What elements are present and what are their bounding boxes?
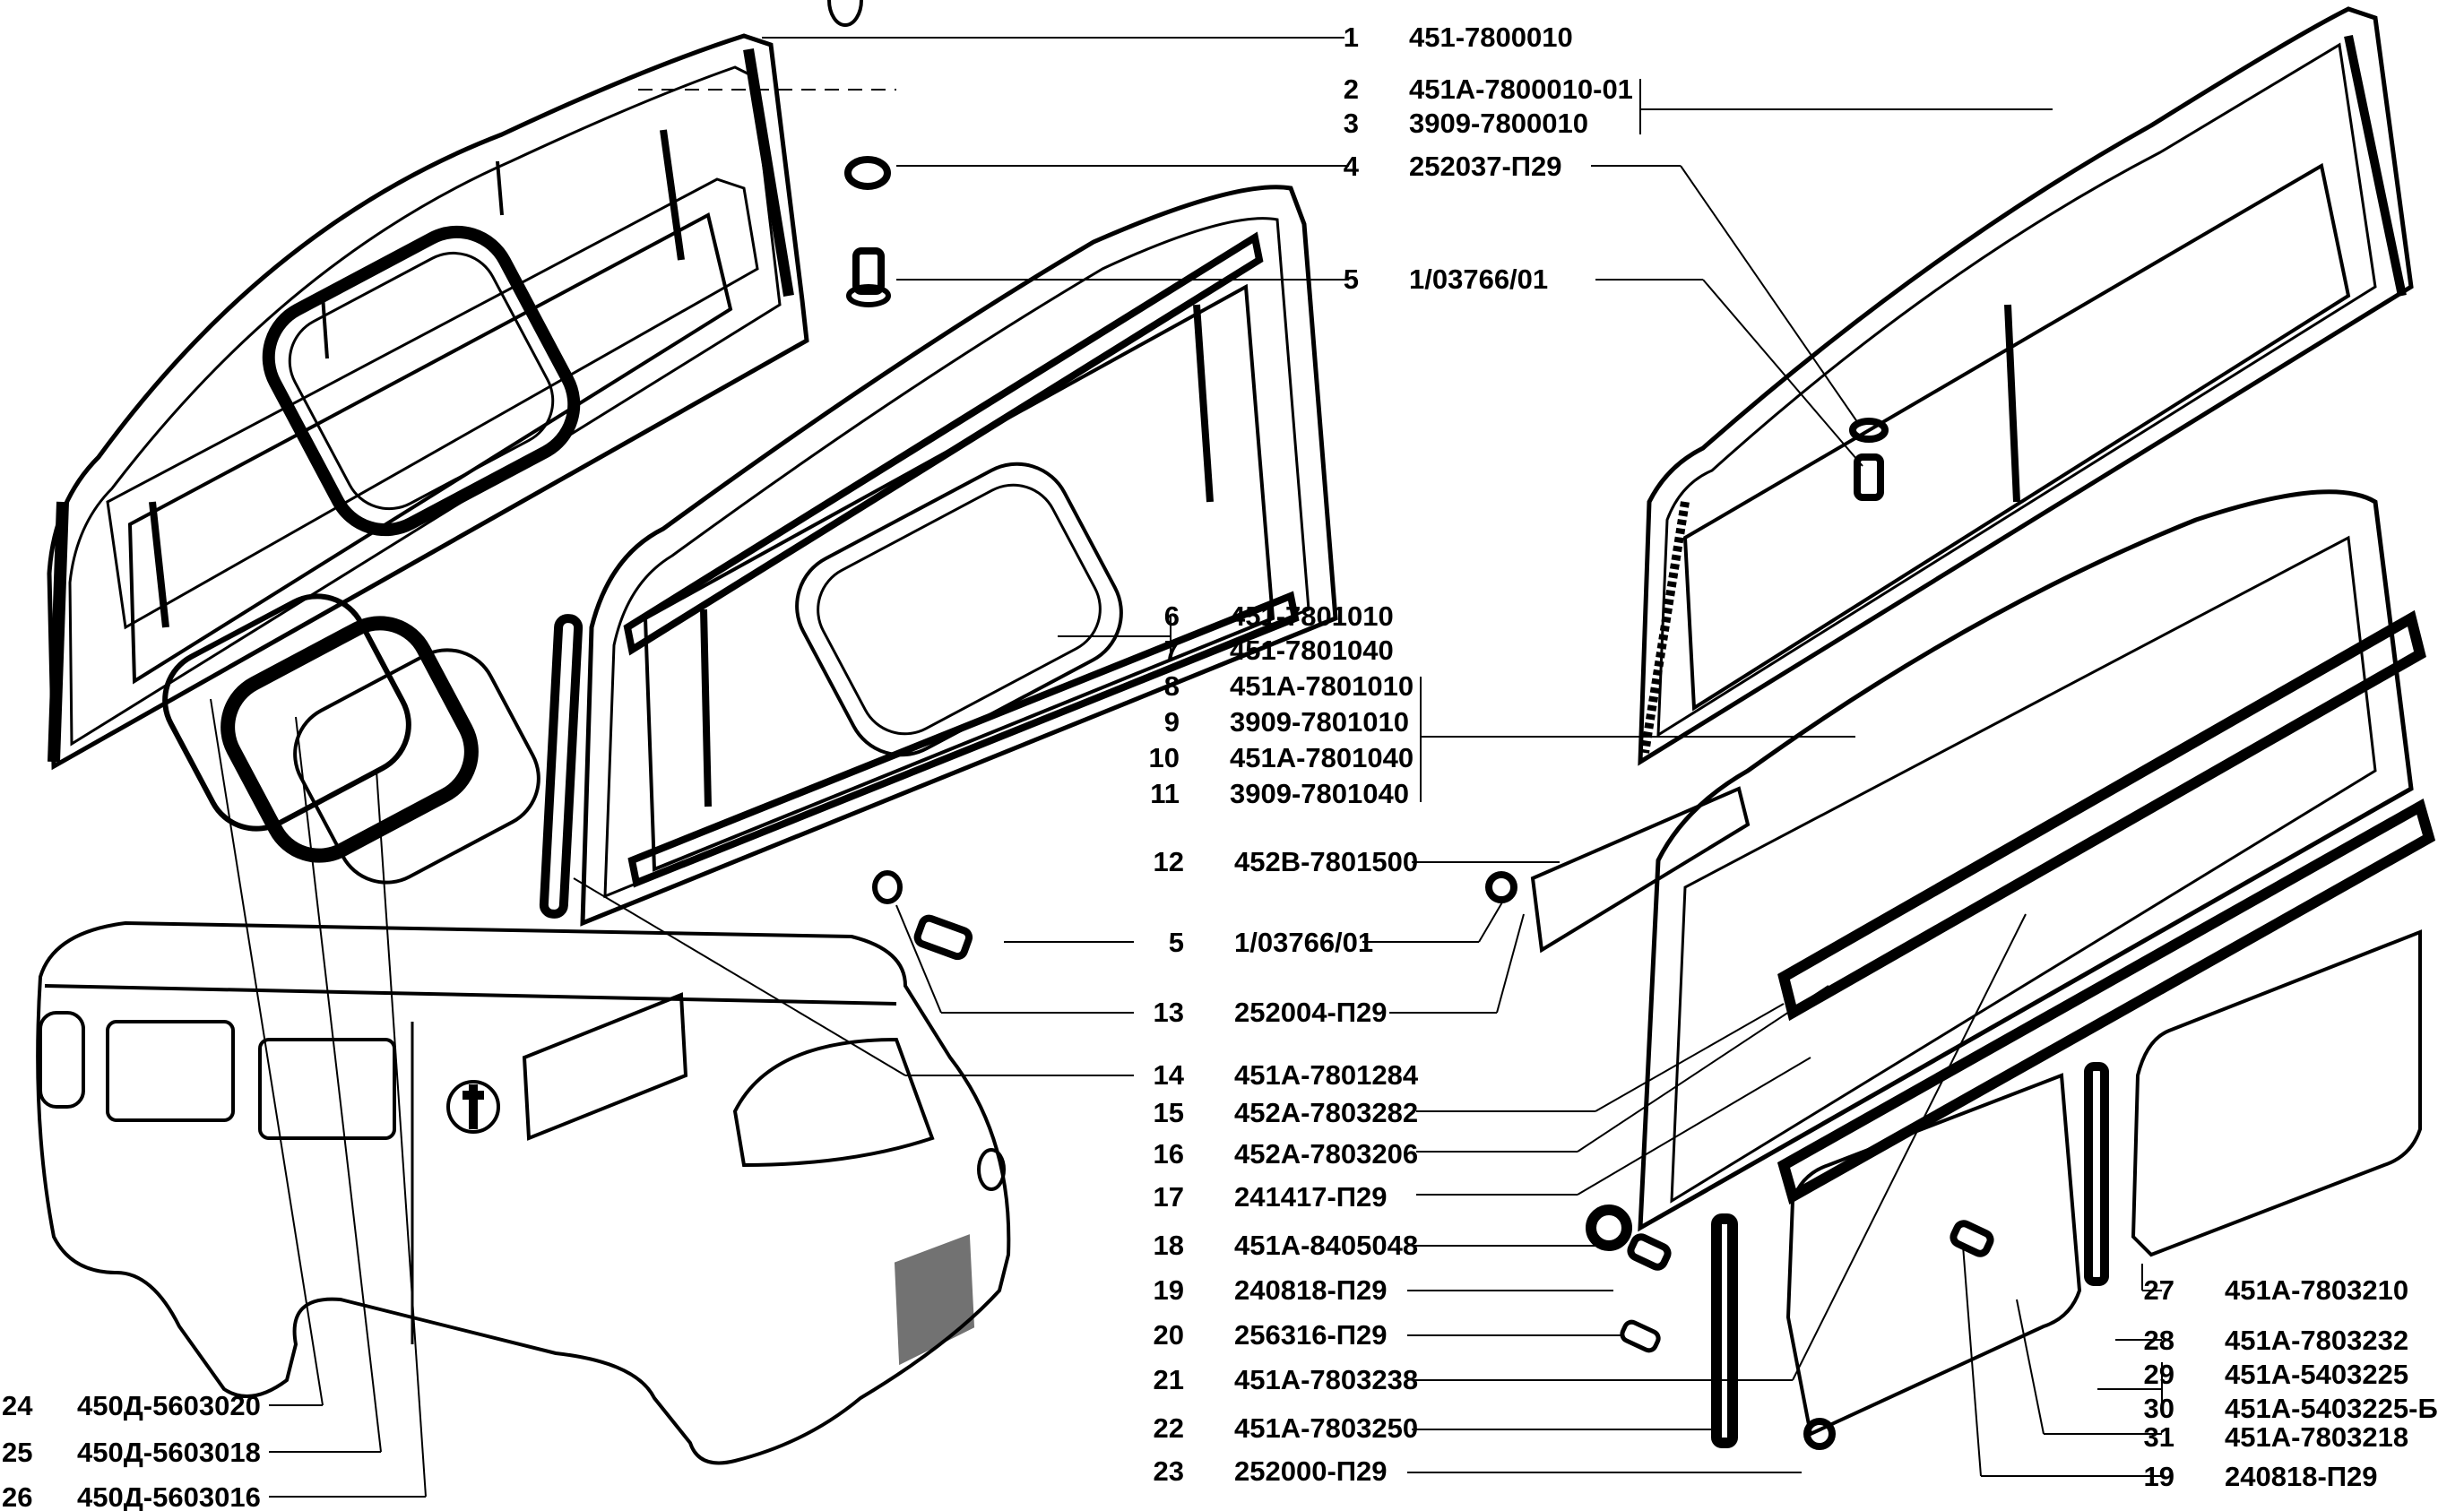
fastener-washer-screw: [844, 156, 973, 961]
vehicle-body: [36, 0, 1011, 1465]
oval-glass-set: [162, 593, 540, 885]
window-frame-middle: [539, 185, 1338, 927]
leader-lines: [210, 37, 2163, 1498]
window-frame-lower-right: [1485, 489, 2436, 1450]
window-frame-upper-right: [1638, 6, 2414, 766]
